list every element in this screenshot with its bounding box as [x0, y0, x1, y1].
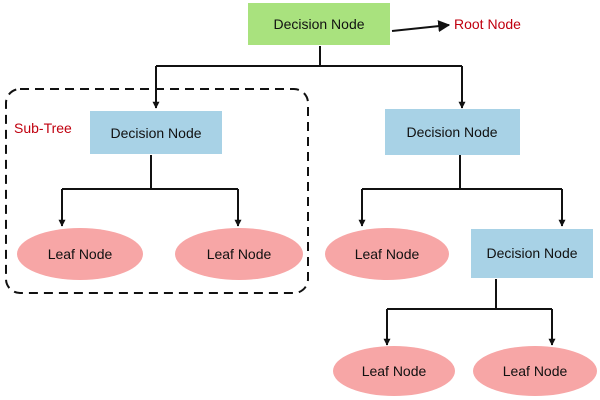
leaf-node-left-2: Leaf Node — [175, 228, 303, 280]
leaf-node-bottom-1: Leaf Node — [333, 346, 455, 396]
right-sub-decision-node: Decision Node — [471, 229, 593, 278]
leaf-node-right-1: Leaf Node — [325, 228, 449, 280]
leaf-node-left-2-label: Leaf Node — [207, 246, 272, 262]
leaf-node-bottom-1-label: Leaf Node — [362, 363, 427, 379]
root-annotation-label: Root Node — [454, 16, 521, 32]
leaf-node-bottom-2: Leaf Node — [473, 346, 597, 396]
root-decision-node: Decision Node — [248, 3, 390, 45]
right-decision-node-label: Decision Node — [406, 124, 497, 140]
leaf-node-right-1-label: Leaf Node — [355, 246, 420, 262]
leaf-node-left-1: Leaf Node — [17, 228, 143, 280]
connectors — [58, 20, 566, 346]
left-decision-node: Decision Node — [90, 111, 222, 154]
left-decision-node-label: Decision Node — [110, 125, 201, 141]
leaf-node-bottom-2-label: Leaf Node — [503, 363, 568, 379]
leaf-node-left-1-label: Leaf Node — [48, 246, 113, 262]
right-decision-node: Decision Node — [385, 109, 520, 155]
root-decision-node-label: Decision Node — [273, 16, 364, 32]
right-sub-decision-node-label: Decision Node — [486, 245, 577, 261]
subtree-label: Sub-Tree — [14, 120, 72, 136]
root-annotation-arrow — [391, 20, 451, 33]
